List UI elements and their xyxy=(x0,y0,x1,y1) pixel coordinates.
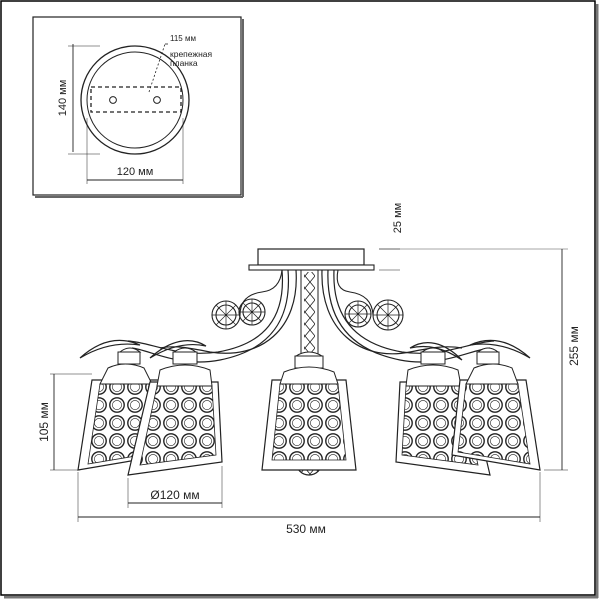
shade-5 xyxy=(451,347,541,471)
total-width-label: 530 мм xyxy=(286,522,326,536)
plate-screw-hole-right xyxy=(153,96,161,104)
canopy-outer-circle xyxy=(80,45,190,155)
chandelier-arms xyxy=(79,269,531,363)
width-dimension-label: 120 мм xyxy=(117,166,154,178)
canopy-base xyxy=(248,264,375,271)
shade-diameter-label: Ø120 мм xyxy=(150,488,199,502)
shade-2 xyxy=(127,347,223,476)
shade-3 xyxy=(261,351,357,471)
plate-name-line1: крепежная xyxy=(170,49,213,59)
mounting-plate-outline xyxy=(90,86,182,113)
height-dimension-label: 140 мм xyxy=(57,80,69,117)
chandelier-main-view xyxy=(77,248,541,476)
canopy-inner-circle xyxy=(86,51,184,149)
main-dimensions: 25 мм 255 мм 105 мм Ø120 мм 530 мм xyxy=(37,203,581,536)
ceiling-canopy xyxy=(257,248,365,266)
left-swirl-ornament xyxy=(211,269,283,330)
right-swirl-ornament xyxy=(336,269,404,331)
plate-screw-hole-left xyxy=(109,96,117,104)
plate-length-label: 115 мм xyxy=(170,34,196,43)
canopy-height-label: 25 мм xyxy=(392,203,404,233)
shade-height-label: 105 мм xyxy=(37,402,51,442)
plate-name-line2: планка xyxy=(170,58,198,68)
total-height-label: 255 мм xyxy=(567,326,581,366)
mounting-plate-inset: 115 мм крепежная планка 140 мм 120 мм xyxy=(32,16,244,198)
